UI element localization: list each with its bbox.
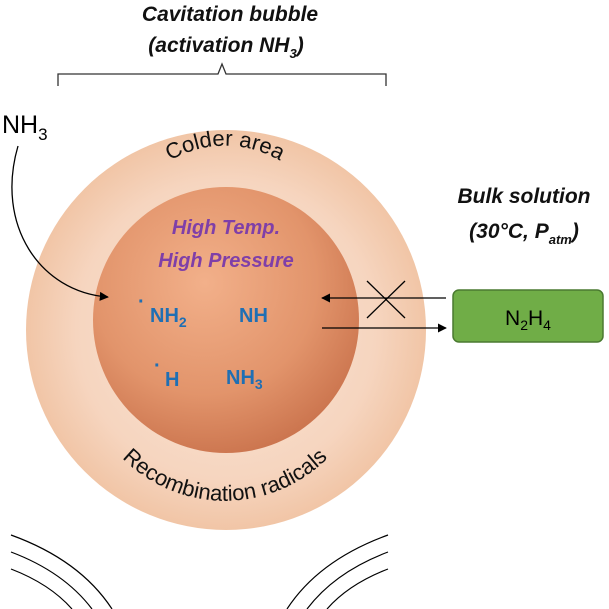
nh3-input-label: NH3: [2, 111, 48, 144]
nh3-input-arrow: [11, 145, 109, 301]
n2h4-product-box: [452, 289, 604, 343]
species-h-dot: ·: [154, 355, 161, 377]
bubble-bracket: [57, 62, 387, 86]
diagram-subtitle: (activation NH3): [148, 34, 303, 61]
species-h-radical: H: [165, 369, 179, 391]
species-nh2-radical: NH2: [150, 305, 187, 330]
bulk-conditions-label: (30°C, Patm): [469, 220, 579, 247]
bubble-core: [93, 187, 359, 453]
species-nh2-dot: ·: [138, 291, 145, 313]
bulk-solution-label: Bulk solution: [458, 185, 591, 208]
blocked-cross-line-2: [366, 280, 406, 319]
n2h4-label: N2H4: [505, 307, 551, 333]
ultrasound-waves-left: [10, 534, 113, 609]
species-nh3: NH3: [226, 367, 263, 392]
diagram-title: Cavitation bubble: [142, 3, 318, 26]
core-label-temperature: High Temp.: [172, 217, 280, 239]
core-label-pressure: High Pressure: [158, 250, 294, 272]
ultrasound-waves-right: [286, 534, 389, 609]
species-nh: NH: [239, 305, 268, 327]
